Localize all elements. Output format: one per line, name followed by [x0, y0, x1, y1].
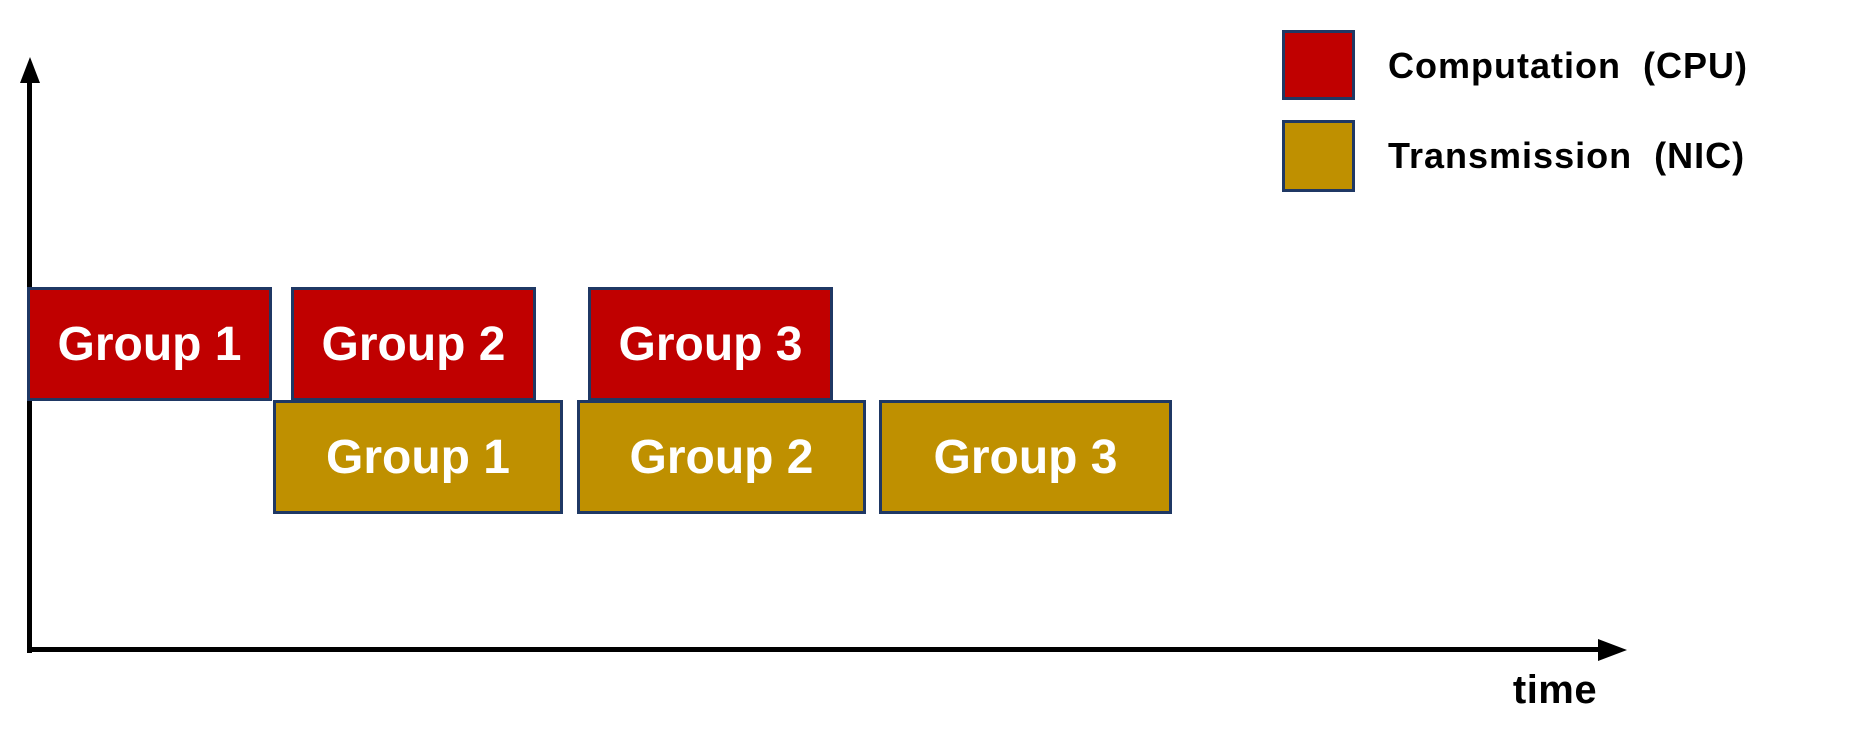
- bar-label: Group 1: [57, 317, 242, 371]
- legend-label-computation: Computation (CPU): [1388, 45, 1748, 86]
- legend-swatch-computation: [1282, 30, 1355, 100]
- transmission-bar-group-3: Group 3: [879, 400, 1172, 514]
- x-axis: [27, 647, 1600, 652]
- legend-label-transmission: Transmission (NIC): [1388, 135, 1746, 176]
- bar-label: Group 2: [321, 317, 506, 371]
- x-axis-label: time: [1512, 668, 1598, 712]
- transmission-bar-group-1: Group 1: [273, 400, 563, 514]
- y-axis-arrowhead-icon: [20, 57, 40, 83]
- bar-label: Group 1: [325, 430, 510, 484]
- transmission-bar-group-2: Group 2: [577, 400, 866, 514]
- x-axis-arrowhead-icon: [1598, 639, 1627, 661]
- bar-label: Group 2: [629, 430, 814, 484]
- bar-label: Group 3: [618, 317, 803, 371]
- legend-swatch-transmission: [1282, 120, 1355, 192]
- computation-bar-group-1: Group 1: [27, 287, 272, 401]
- computation-bar-group-3: Group 3: [588, 287, 833, 401]
- bar-label: Group 3: [933, 430, 1118, 484]
- computation-bar-group-2: Group 2: [291, 287, 536, 401]
